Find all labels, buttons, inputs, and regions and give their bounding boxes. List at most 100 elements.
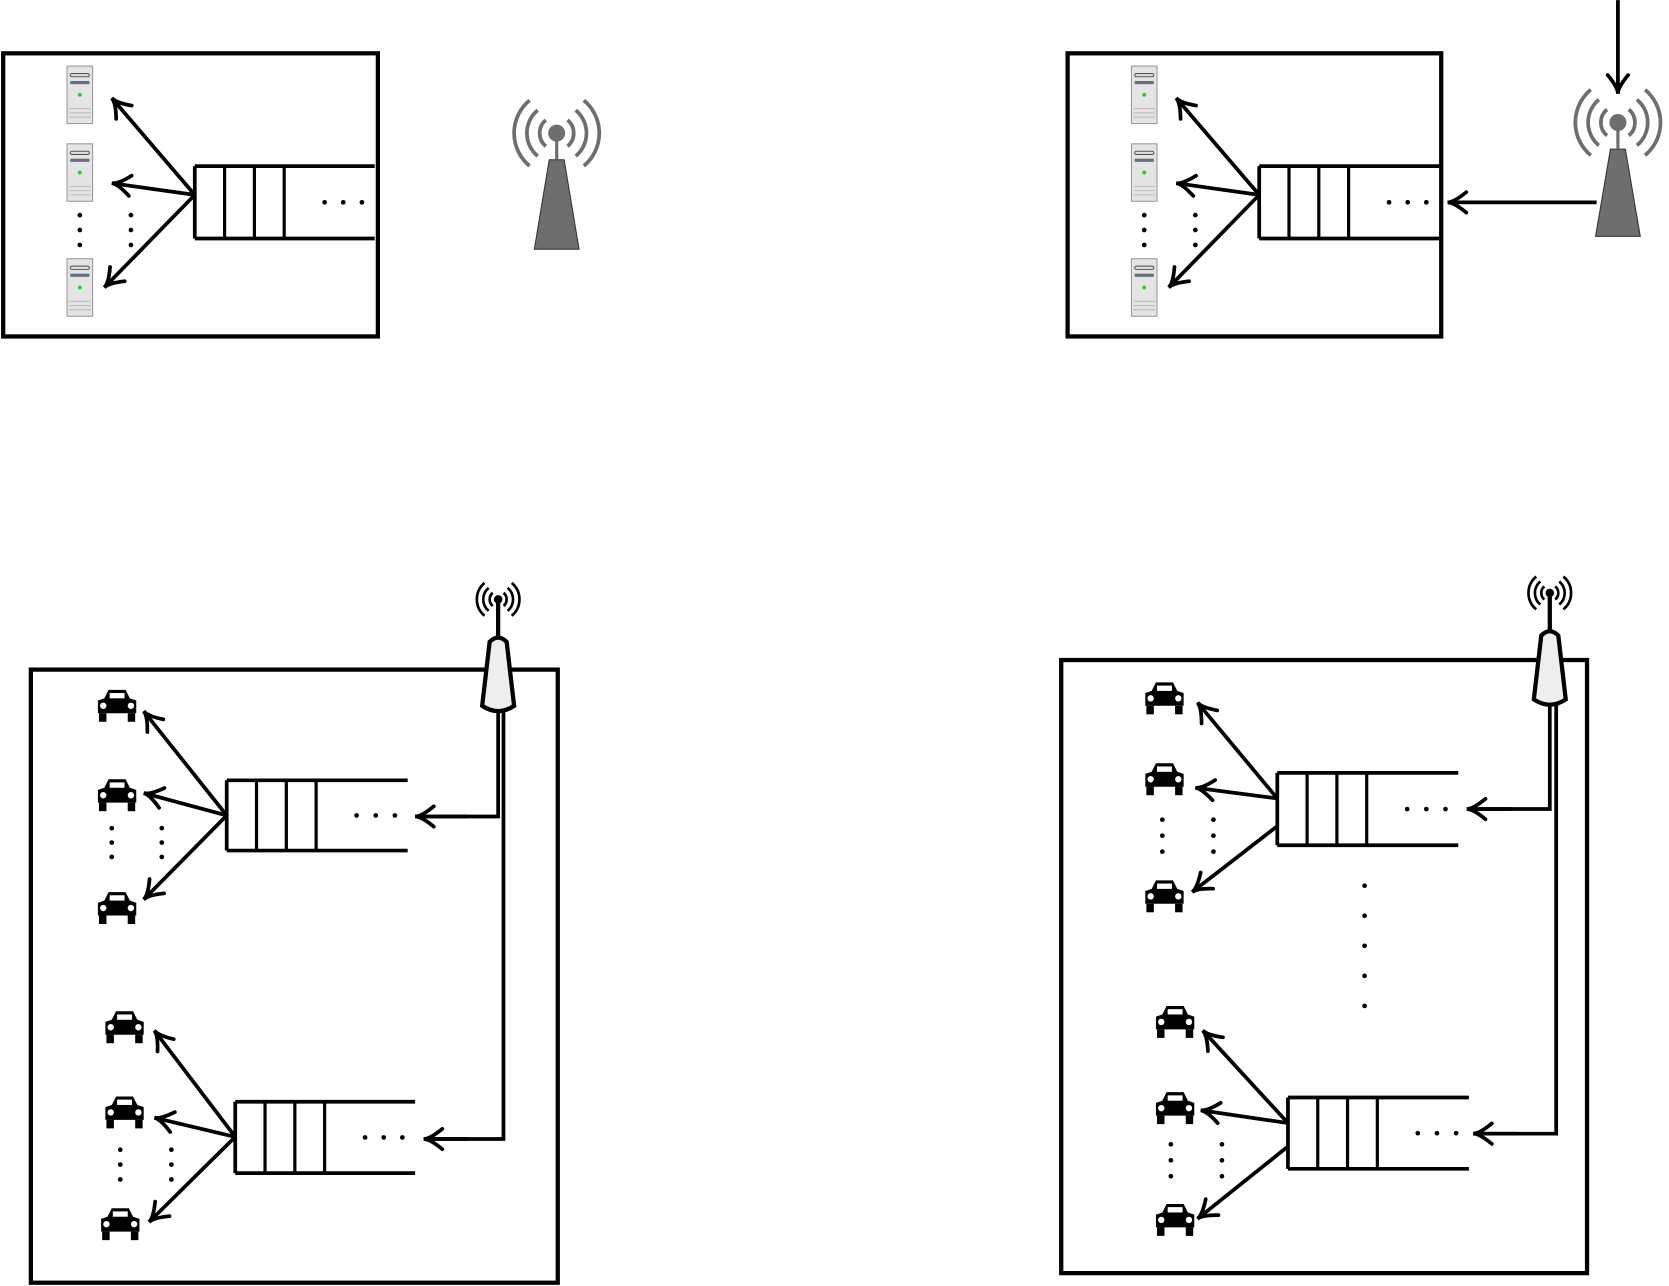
dot — [77, 212, 83, 218]
car-headlight — [1158, 1018, 1165, 1026]
dot — [1434, 1130, 1440, 1136]
car-window — [1157, 883, 1172, 889]
car-headlight — [130, 1220, 138, 1228]
arrow-shaft — [1196, 1145, 1290, 1221]
tower-emitter — [1609, 113, 1627, 132]
car-headlight — [100, 702, 107, 709]
signal-wave — [502, 591, 508, 607]
car-headlight — [1147, 776, 1154, 783]
dot — [1219, 1157, 1225, 1163]
dot — [1159, 817, 1165, 823]
arrow — [414, 804, 469, 829]
dot — [1362, 913, 1367, 919]
arrow-head — [1167, 265, 1191, 289]
arrow — [102, 193, 197, 289]
server-icon — [66, 65, 94, 125]
car-body — [1155, 1203, 1195, 1228]
car-window — [1167, 1095, 1183, 1101]
car-icon — [97, 892, 137, 925]
arrow — [153, 1110, 236, 1139]
arrow-shaft — [1195, 785, 1278, 801]
car-wheel — [1175, 786, 1183, 796]
car-icon — [1145, 763, 1184, 796]
car-icon — [105, 1096, 144, 1129]
dot — [1415, 1130, 1421, 1136]
signal-wave — [1586, 98, 1601, 147]
arrow-head — [1195, 701, 1220, 726]
signal-wave — [1635, 98, 1650, 147]
arrow-head — [142, 877, 166, 901]
ellipsis-dots — [1159, 817, 1165, 854]
car-wheel — [127, 713, 136, 722]
server-body — [1130, 65, 1158, 125]
signal-wave — [1599, 107, 1609, 138]
dot — [1211, 833, 1216, 839]
car-body — [1145, 682, 1184, 706]
arrow — [1190, 824, 1279, 894]
arrow-shaft — [142, 814, 229, 901]
dot — [128, 242, 134, 248]
car-wheel — [1146, 786, 1154, 796]
car-window — [1157, 685, 1172, 691]
dot — [1141, 212, 1147, 218]
car-wheel — [98, 915, 107, 925]
dot — [1159, 849, 1165, 854]
car-icon — [97, 779, 137, 812]
car-headlight — [1158, 1104, 1165, 1112]
car-body — [1155, 1092, 1195, 1116]
arrow-head — [142, 709, 166, 734]
dot — [1405, 199, 1411, 205]
dot — [1443, 806, 1448, 812]
server-led — [77, 285, 82, 290]
server-led — [77, 170, 82, 175]
arrow-head — [153, 1110, 177, 1134]
dot — [392, 813, 398, 818]
car-window — [1167, 1009, 1183, 1015]
dot — [159, 825, 165, 831]
car-wheel — [1185, 1227, 1194, 1236]
dot — [77, 227, 83, 233]
car-body — [97, 689, 137, 714]
dot — [1423, 199, 1429, 205]
dot — [117, 1162, 123, 1167]
ellipsis-dots — [1386, 199, 1429, 205]
arrow — [1167, 193, 1261, 289]
car-headlight — [1175, 776, 1182, 783]
car-window — [112, 1211, 128, 1217]
cell-tower-icon — [1573, 88, 1663, 237]
antenna-body — [1531, 629, 1569, 707]
arrow-head — [1447, 190, 1469, 215]
dot — [1362, 1003, 1367, 1009]
dot — [354, 813, 359, 818]
arrow — [142, 814, 229, 901]
signal-wave — [512, 98, 531, 168]
arrow-shaft — [1196, 701, 1279, 800]
arrow — [1200, 1101, 1289, 1125]
arrow-shaft — [142, 709, 229, 817]
ellipsis-dots — [1168, 1141, 1174, 1179]
signal-wave — [1533, 580, 1542, 606]
car-headlight — [127, 904, 135, 912]
dot — [1192, 212, 1198, 218]
dot — [340, 199, 346, 205]
signal-wave — [582, 98, 602, 168]
server-led — [77, 92, 82, 97]
arrow-head — [102, 265, 127, 289]
signal-wave — [566, 118, 576, 148]
server-bay — [1134, 273, 1154, 277]
signal-wave — [506, 586, 515, 612]
dot — [109, 825, 115, 831]
arrow-shaft — [111, 181, 196, 197]
server-icon — [66, 143, 94, 202]
dot — [322, 199, 327, 205]
uplink-line — [1479, 704, 1552, 811]
server-icon — [1130, 143, 1158, 202]
car-headlight — [127, 792, 135, 799]
car-wheel — [1185, 1115, 1194, 1125]
car-headlight — [100, 792, 107, 799]
dot — [381, 1135, 387, 1140]
arrow-head — [111, 173, 134, 198]
arrow — [423, 1126, 469, 1152]
signal-wave — [1573, 88, 1592, 157]
ellipsis-dots — [1404, 806, 1448, 812]
